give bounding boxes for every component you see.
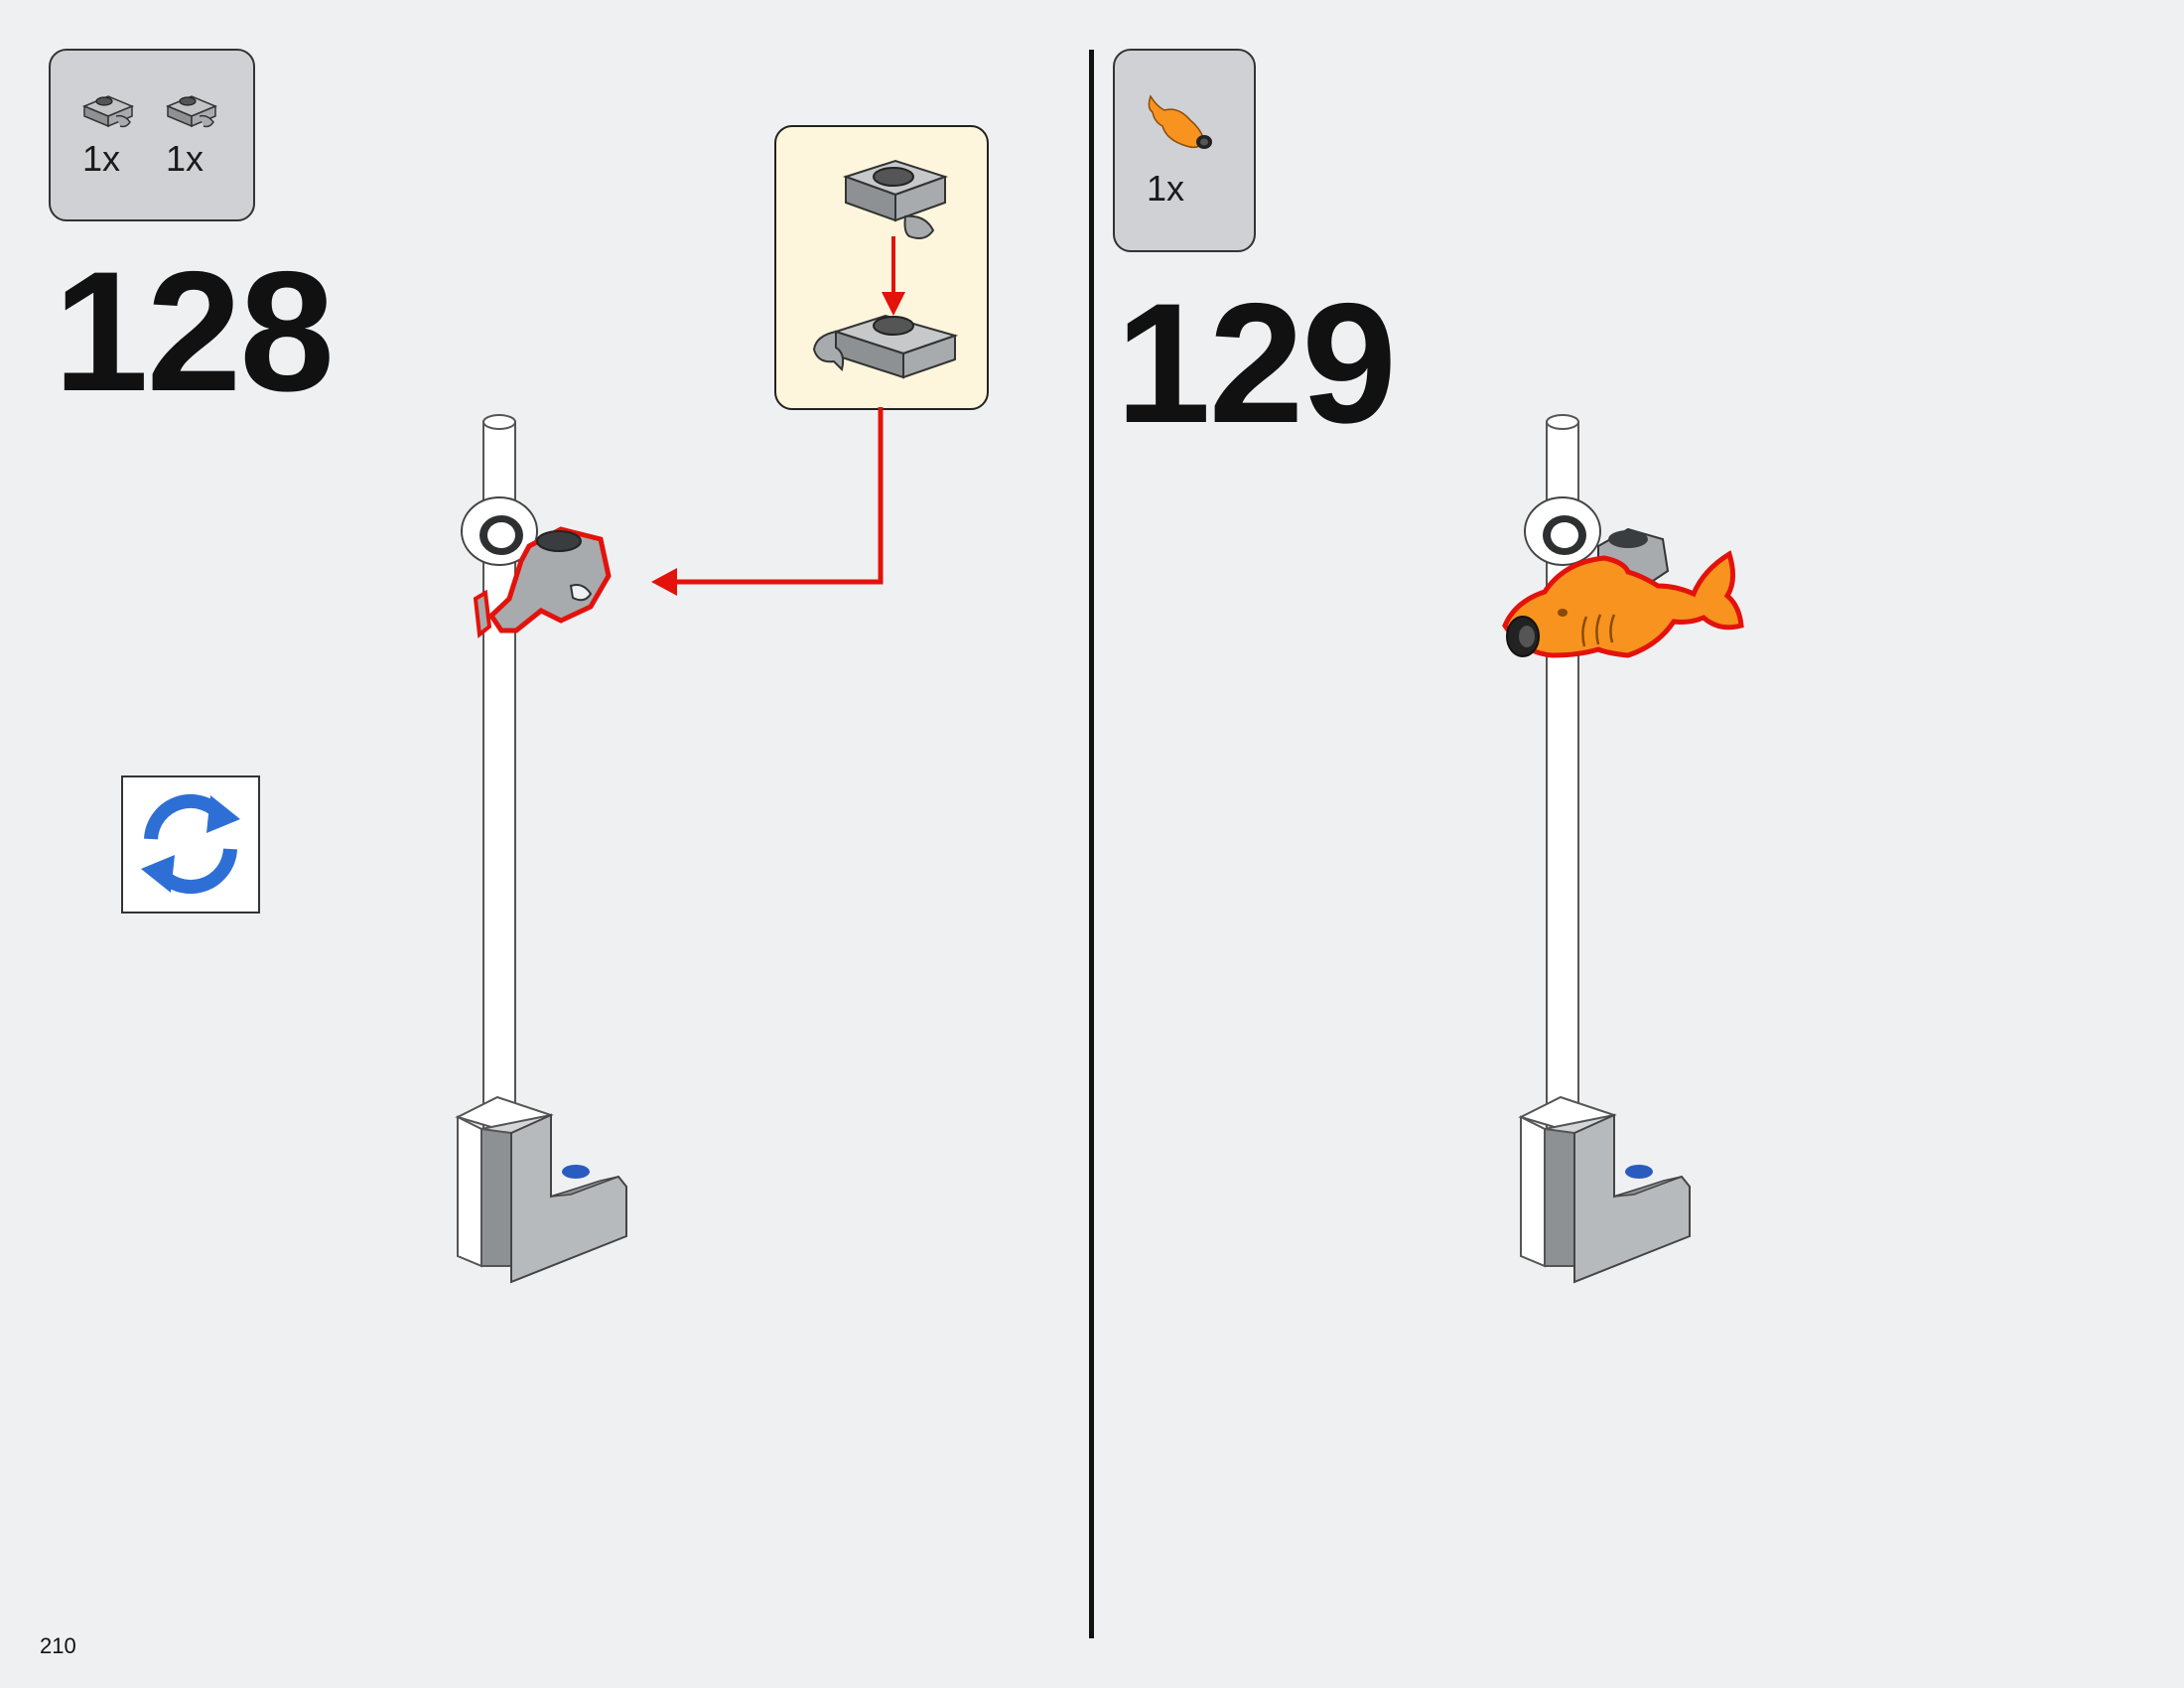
- submodel-callout: [774, 125, 989, 410]
- submodel-plates-stack-icon: [812, 159, 959, 379]
- plate-with-clip-icon: [82, 95, 134, 128]
- step-divider: [1089, 50, 1094, 1638]
- rotate-model-icon: [121, 775, 260, 914]
- part-quantity-fish: 1x: [1147, 168, 1185, 209]
- model-step-128: [455, 414, 627, 1284]
- part-quantity-2: 1x: [166, 138, 205, 179]
- fish-icon: [1148, 94, 1212, 149]
- model-step-129: [1502, 414, 1744, 1284]
- step-number-128: 128: [54, 236, 335, 427]
- parts-list-step-128: 1x 1x: [49, 49, 255, 221]
- plate-with-clip-icon: [166, 95, 217, 128]
- callout-arrow: [651, 407, 884, 596]
- page-number: 210: [40, 1633, 76, 1658]
- parts-list-step-129: 1x: [1113, 49, 1256, 252]
- step-number-129: 129: [1116, 268, 1397, 459]
- part-quantity-1: 1x: [82, 138, 121, 179]
